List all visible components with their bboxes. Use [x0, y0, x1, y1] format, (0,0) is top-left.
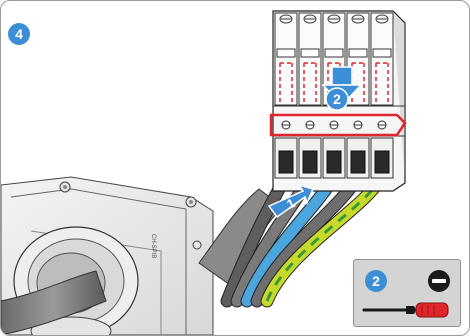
wire-entry [327, 151, 341, 173]
screwdriver-icon [362, 300, 452, 320]
slotted-screw-head-icon [428, 270, 450, 292]
push-down-step-label: 2 [333, 91, 341, 107]
clamp-lever [301, 49, 319, 57]
wire-entry [351, 151, 365, 173]
terminal-cell [371, 13, 393, 178]
wire-entry [279, 151, 293, 173]
clamp-lever [349, 49, 367, 57]
tool-step-badge: 2 [365, 270, 387, 292]
clamp-lever [373, 49, 391, 57]
clamp-lever [277, 49, 295, 57]
clamp-lever [325, 49, 343, 57]
wire-entry [375, 151, 389, 173]
main-step-badge: 4 [8, 23, 30, 45]
terminal-cell [299, 13, 321, 178]
device-label: CH-SPIB [150, 234, 156, 258]
tool-panel: 2 [353, 259, 461, 327]
terminal-cell [275, 13, 297, 178]
wire-entry [303, 151, 317, 173]
